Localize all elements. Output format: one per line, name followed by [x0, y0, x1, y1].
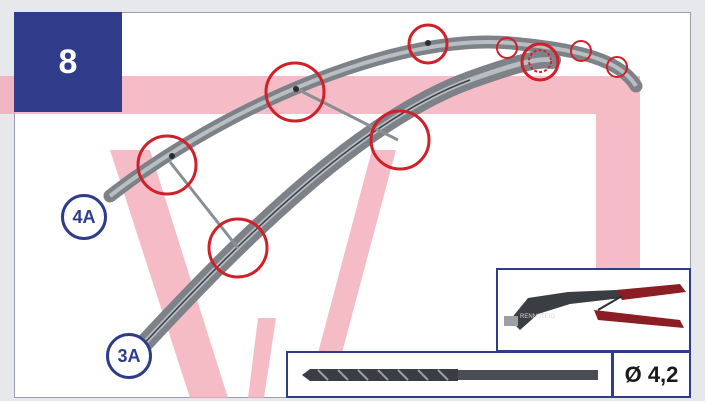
- rivet-gun-brand-text: RENNSTEIG: [520, 314, 555, 320]
- drill-bit-icon: [302, 369, 598, 381]
- step-number-badge: 8: [14, 12, 122, 112]
- part-label-3a: 3A: [106, 333, 152, 379]
- strut-left: [168, 161, 240, 249]
- drill-bit-tool-box: [286, 351, 613, 398]
- rivet-point-marker-icon: [136, 23, 560, 279]
- drill-diameter-label: Ø 4,2: [612, 351, 691, 398]
- rivet-gun-tool-box: RENNSTEIG: [496, 268, 691, 352]
- part-label-4a: 4A: [61, 194, 107, 240]
- rivet-gun-icon: RENNSTEIG: [504, 284, 686, 330]
- strut-middle: [294, 86, 399, 142]
